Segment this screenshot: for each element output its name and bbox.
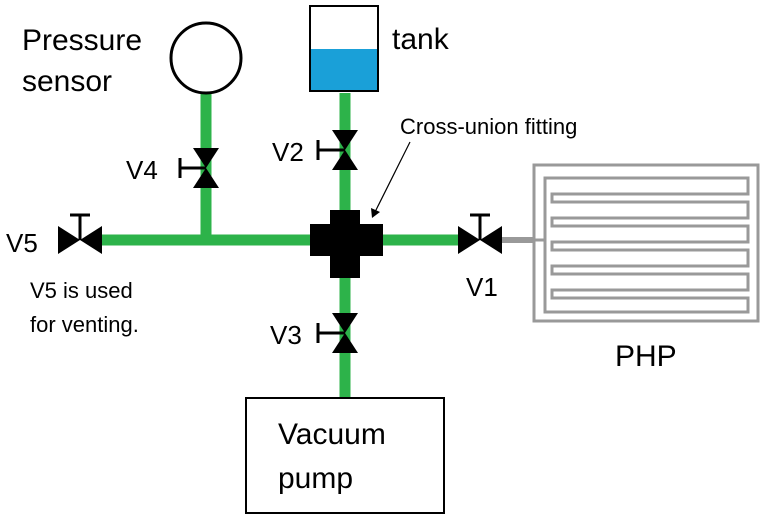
pressure-sensor-label-line2: sensor bbox=[22, 65, 112, 98]
vacuum-pump-label-line2: pump bbox=[278, 462, 353, 495]
cross-union-label: Cross-union fitting bbox=[400, 114, 577, 139]
tank-liquid bbox=[310, 49, 378, 91]
tank-body bbox=[309, 5, 379, 92]
v5-note-line2: for venting. bbox=[30, 312, 139, 337]
pressure-sensor-gauge bbox=[169, 21, 243, 95]
valve-v2 bbox=[316, 130, 358, 170]
v1-label: V1 bbox=[466, 272, 498, 302]
cross-union-arrow bbox=[371, 141, 411, 218]
v5-label: V5 bbox=[6, 228, 38, 258]
valve-v4 bbox=[178, 148, 219, 188]
valve-v5 bbox=[58, 213, 102, 254]
valve-v1 bbox=[458, 213, 502, 254]
v2-label: V2 bbox=[272, 137, 304, 167]
php-label: PHP bbox=[615, 340, 677, 373]
v3-label: V3 bbox=[270, 320, 302, 350]
vacuum-pump-label-line1: Vacuum bbox=[278, 418, 386, 451]
tank bbox=[309, 5, 379, 92]
valve-v3 bbox=[316, 313, 358, 353]
php-serpentine bbox=[532, 163, 760, 323]
cross-union-fitting bbox=[310, 210, 383, 278]
v4-label: V4 bbox=[126, 155, 158, 185]
tank-label: tank bbox=[392, 23, 450, 56]
pressure-sensor-label-line1: Pressure bbox=[22, 24, 142, 57]
v5-note-line1: V5 is used bbox=[30, 278, 133, 303]
vacuum-pump-box bbox=[245, 397, 445, 514]
